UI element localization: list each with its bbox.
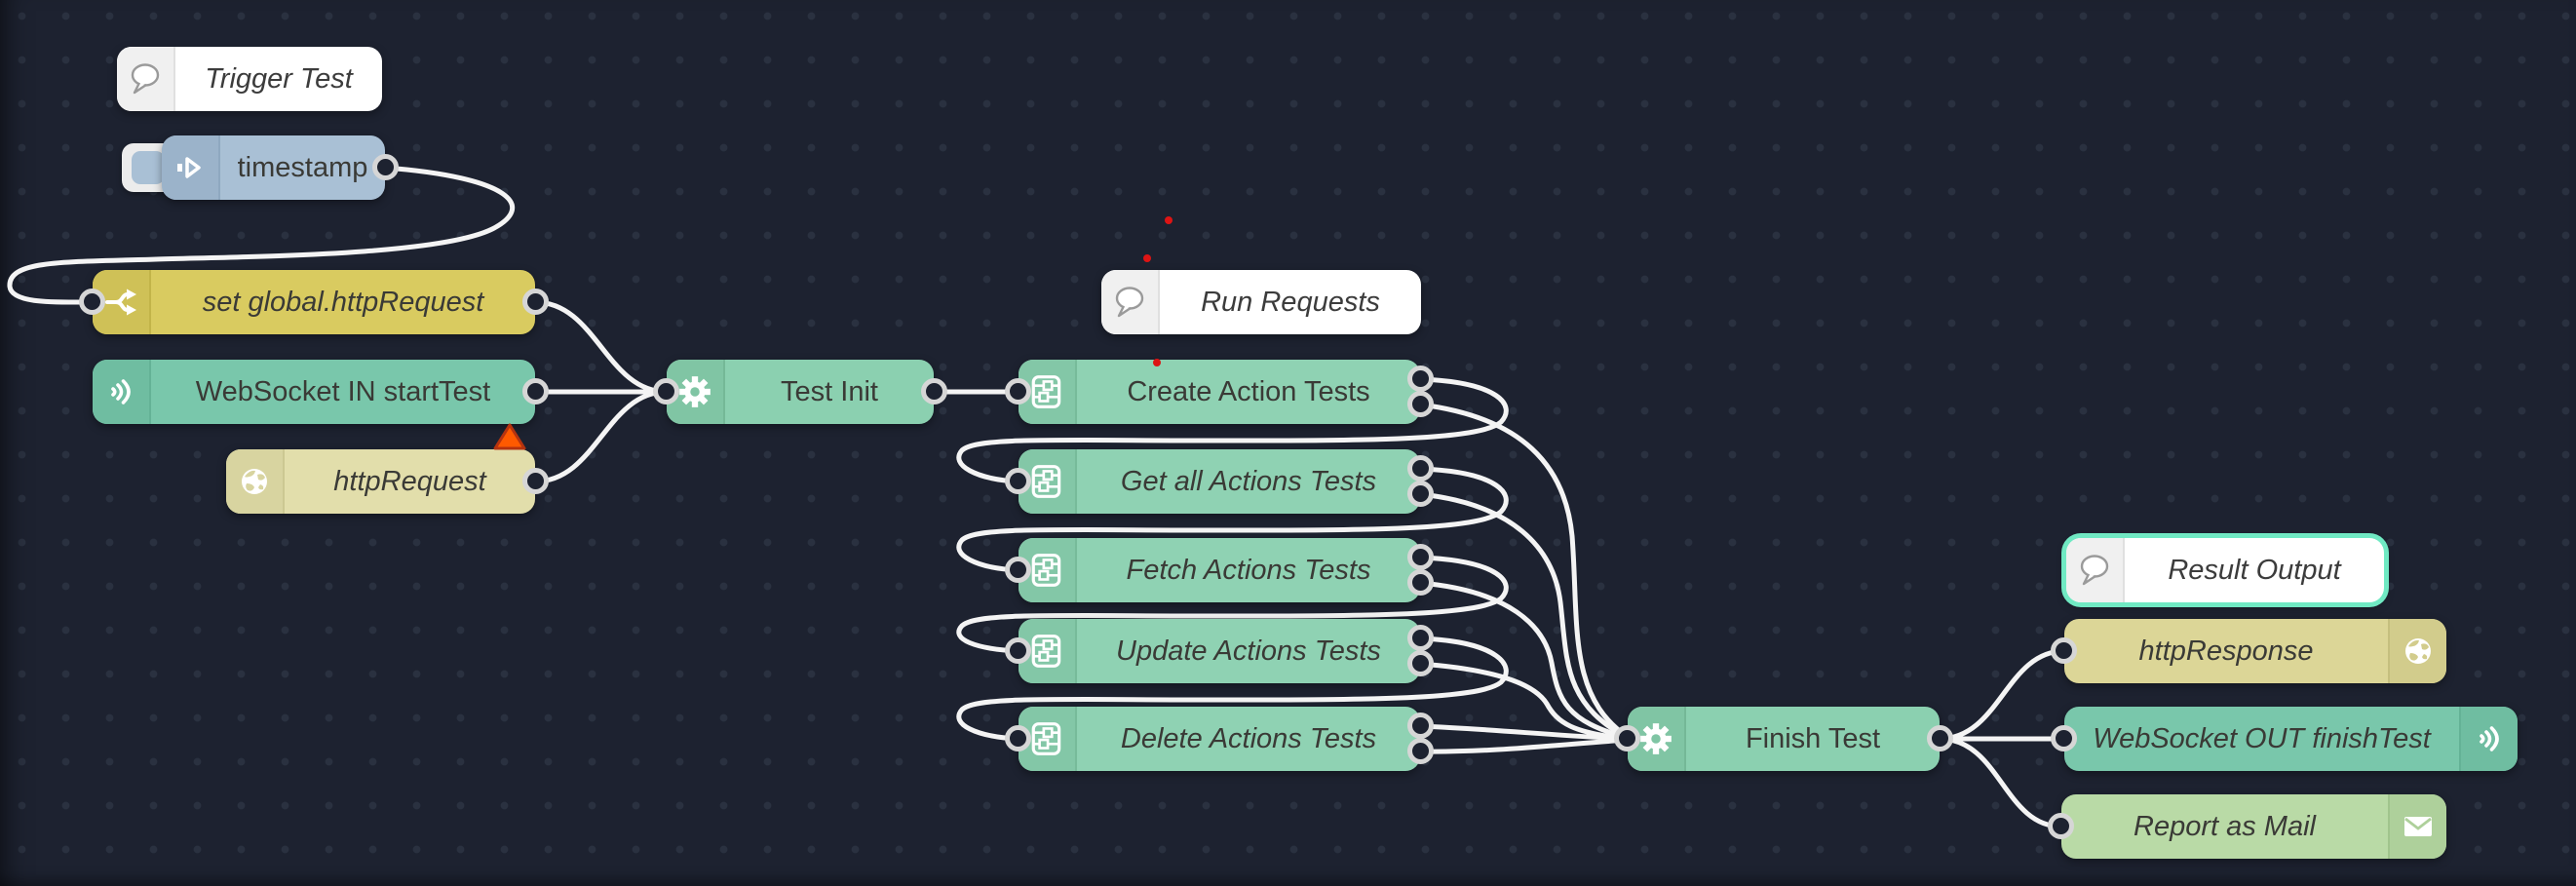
sound-waves-icon: [93, 360, 151, 424]
node-websocket-out-finishtest[interactable]: WebSocket OUT finishTest: [2051, 707, 2518, 771]
wire[interactable]: [1417, 491, 1631, 741]
output-port-2[interactable]: [1407, 481, 1434, 507]
node-change-set-global-httprequest[interactable]: set global.httpRequest: [79, 270, 549, 334]
globe-icon: [2388, 619, 2446, 683]
output-port-1[interactable]: [1407, 455, 1434, 482]
input-port[interactable]: [1614, 725, 1640, 751]
envelope-icon: [2388, 794, 2446, 859]
node-label: Run Requests: [1201, 286, 1380, 318]
wire[interactable]: [1417, 723, 1631, 742]
output-port-2[interactable]: [1407, 569, 1434, 596]
wire[interactable]: [7, 165, 515, 305]
wire[interactable]: [956, 555, 1509, 654]
output-port[interactable]: [921, 378, 947, 404]
output-port-1[interactable]: [1407, 366, 1434, 392]
input-port[interactable]: [1005, 468, 1031, 494]
node-label: Fetch Actions Tests: [1126, 554, 1371, 586]
node-label: Finish Test: [1745, 722, 1881, 754]
subflow-frame-icon: [1019, 538, 1077, 602]
input-port[interactable]: [1005, 557, 1031, 583]
wire[interactable]: [956, 376, 1509, 484]
error-triangle-icon: [493, 423, 526, 450]
speech-bubble-icon: [2066, 538, 2125, 602]
node-inject-timestamp[interactable]: timestamp: [162, 135, 399, 200]
input-port[interactable]: [1005, 725, 1031, 751]
wire[interactable]: [1417, 737, 1631, 754]
node-function-test-init[interactable]: Test Init: [653, 360, 947, 424]
node-label: Result Output: [2168, 554, 2341, 586]
wire[interactable]: [956, 636, 1509, 742]
node-subflow-delete-actions-tests[interactable]: Delete Actions Tests: [1005, 707, 1434, 771]
node-email-report-as-mail[interactable]: Report as Mail: [2048, 794, 2446, 859]
input-port[interactable]: [1005, 378, 1031, 404]
node-label: Trigger Test: [205, 62, 353, 95]
node-subflow-create-action-tests[interactable]: Create Action Tests: [1005, 360, 1434, 424]
inject-button-pad: [132, 151, 165, 184]
node-label: Get all Actions Tests: [1120, 465, 1377, 497]
output-port-1[interactable]: [1407, 625, 1434, 651]
input-port[interactable]: [2051, 637, 2077, 664]
output-port[interactable]: [522, 378, 549, 404]
wire[interactable]: [1417, 402, 1631, 740]
output-port-2[interactable]: [1407, 391, 1434, 417]
speech-bubble-icon: [117, 47, 175, 111]
input-port[interactable]: [1005, 637, 1031, 664]
wire[interactable]: [956, 466, 1509, 573]
gear-icon: [1628, 707, 1686, 771]
node-label: httpRequest: [333, 465, 486, 497]
output-port-2[interactable]: [1407, 738, 1434, 764]
red-dot-marker: [1143, 254, 1151, 262]
output-port[interactable]: [522, 289, 549, 315]
node-label: httpResponse: [2138, 635, 2314, 667]
sound-waves-icon: [2459, 707, 2518, 771]
node-comment-result-output[interactable]: Result Output: [2066, 538, 2384, 602]
node-http-response[interactable]: httpResponse: [2051, 619, 2446, 683]
node-subflow-fetch-actions-tests[interactable]: Fetch Actions Tests: [1005, 538, 1434, 602]
node-function-finish-test[interactable]: Finish Test: [1614, 707, 1953, 771]
output-port-2[interactable]: [1407, 650, 1434, 676]
wire[interactable]: [1937, 648, 2067, 742]
wire[interactable]: [532, 299, 670, 395]
globe-icon: [226, 449, 285, 514]
wire[interactable]: [1937, 736, 2064, 829]
node-label: Report as Mail: [2134, 810, 2316, 842]
red-dot-marker: [1165, 216, 1173, 224]
node-label: WebSocket IN startTest: [195, 375, 491, 407]
input-port[interactable]: [2048, 813, 2074, 839]
node-websocket-in-starttest[interactable]: WebSocket IN startTest: [93, 360, 549, 424]
node-label: Create Action Tests: [1127, 375, 1370, 407]
output-port-1[interactable]: [1407, 713, 1434, 739]
inject-arrow-icon: [162, 135, 220, 200]
node-comment-trigger-test[interactable]: Trigger Test: [117, 47, 382, 111]
output-port[interactable]: [1927, 725, 1953, 751]
node-label: Delete Actions Tests: [1120, 722, 1377, 754]
node-http-in-httprequest[interactable]: httpRequest: [226, 449, 549, 514]
node-label: timestamp: [237, 151, 368, 183]
output-port[interactable]: [372, 154, 399, 180]
input-port[interactable]: [79, 289, 105, 315]
wire[interactable]: [532, 389, 670, 484]
output-port[interactable]: [522, 468, 549, 494]
red-dot-marker: [1153, 359, 1161, 366]
speech-bubble-icon: [1101, 270, 1160, 334]
output-port-1[interactable]: [1407, 544, 1434, 570]
wire[interactable]: [1417, 661, 1631, 742]
node-comment-run-requests[interactable]: Run Requests: [1101, 270, 1421, 334]
node-subflow-update-actions-tests[interactable]: Update Actions Tests: [1005, 619, 1434, 683]
wire[interactable]: [1417, 580, 1631, 741]
node-label: Update Actions Tests: [1116, 635, 1381, 667]
node-label: set global.httpRequest: [202, 286, 484, 318]
input-port[interactable]: [2051, 725, 2077, 751]
node-subflow-get-all-actions-tests[interactable]: Get all Actions Tests: [1005, 449, 1434, 514]
node-label: WebSocket OUT finishTest: [2093, 722, 2431, 754]
node-label: Test Init: [781, 375, 878, 407]
input-port[interactable]: [653, 378, 679, 404]
